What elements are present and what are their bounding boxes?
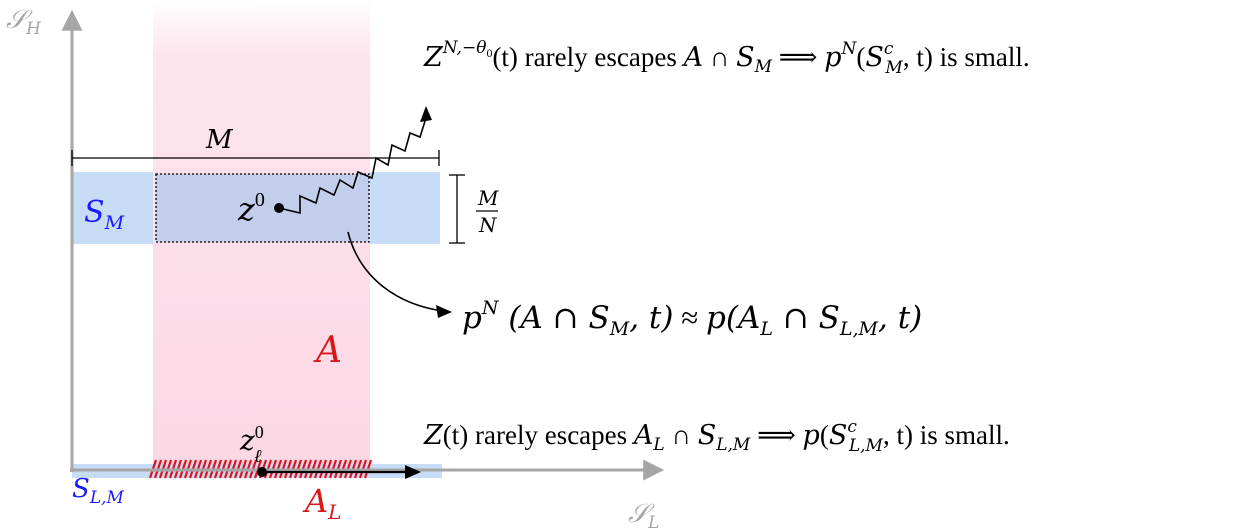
vertical-axis-label: 𝒮H <box>6 5 42 39</box>
zigzag-arrowhead <box>420 106 432 122</box>
label-zl0: z0 <box>239 422 264 457</box>
approx-curve-arrow <box>347 231 444 312</box>
label-SLM: SL,M <box>72 474 125 508</box>
region-overlap <box>156 174 369 242</box>
zl0-dot <box>257 467 267 477</box>
bottom-arrowhead <box>405 465 421 479</box>
label-A: A <box>313 330 342 371</box>
label-M: M <box>205 125 234 155</box>
horizontal-axis-label: 𝒮L <box>628 499 659 529</box>
label-AL: AL <box>302 482 341 524</box>
region-SM-band-left <box>72 172 153 244</box>
frac-denominator: N <box>478 213 498 237</box>
statement-middle: pN (A ∩ SM, t) ≈ p(AL ∩ SL,M, t) <box>462 297 922 340</box>
frac-numerator: M <box>477 186 499 210</box>
label-z0: z0 <box>237 189 265 228</box>
approx-arrowhead <box>436 305 452 318</box>
region-overlap-dotted <box>155 173 370 243</box>
zigzag-path <box>278 117 427 215</box>
z0-dot <box>274 203 284 213</box>
label-SM: SM <box>84 195 125 234</box>
region-SM-band-right <box>370 172 440 244</box>
label-zl0-sub: ℓ <box>254 446 262 467</box>
